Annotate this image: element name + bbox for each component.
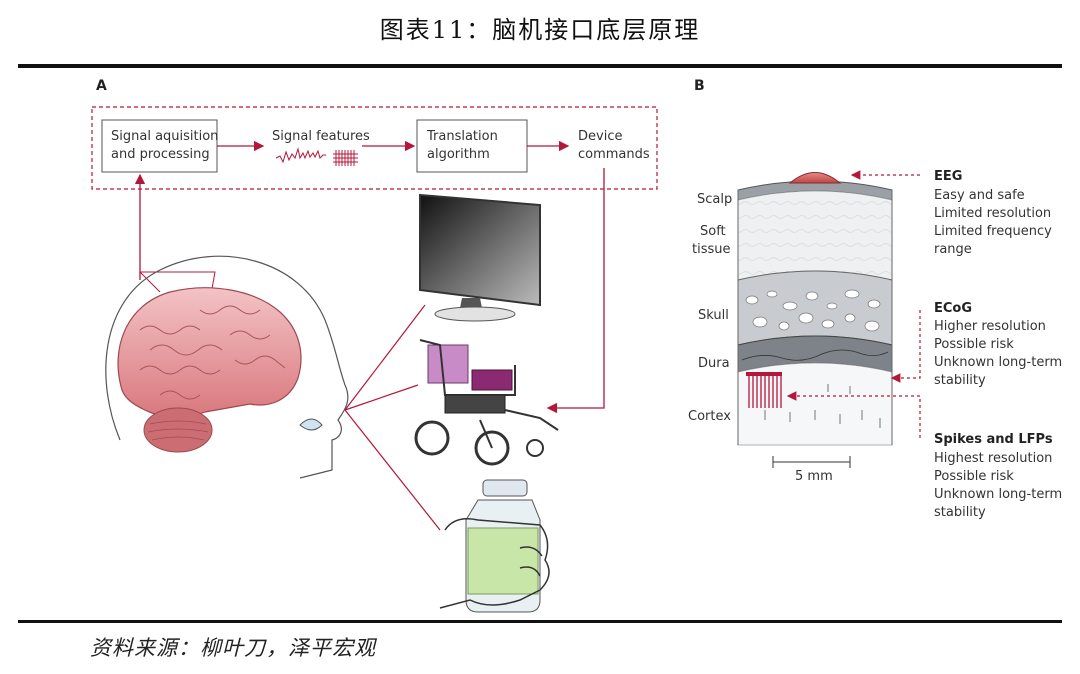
eye-icon <box>299 418 323 431</box>
translation-algorithm-box <box>416 119 528 173</box>
label-tissue: tissue <box>692 242 731 257</box>
hand-with-bottle-icon <box>439 479 550 613</box>
scale-label: 5 mm <box>795 469 833 484</box>
signal-features-label: Signal features <box>272 129 370 144</box>
box2-line2: algorithm <box>427 147 490 162</box>
box1-line2: and processing <box>111 147 210 162</box>
cortex-cross-section <box>737 172 893 446</box>
eeg-line1: Easy and safe <box>934 188 1025 203</box>
spikes-title: Spikes and LFPs <box>934 432 1053 447</box>
eeg-title: EEG <box>934 169 962 184</box>
figure-title: 图表11：脑机接口底层原理 <box>379 16 701 44</box>
panel-b-label: B <box>694 78 705 94</box>
eeg-line3: Limited frequency <box>934 224 1052 239</box>
ecog-line3: Unknown long-term <box>934 355 1062 370</box>
ecog-line2: Possible risk <box>934 337 1014 352</box>
top-rule <box>18 64 1062 68</box>
spikes-line1: Highest resolution <box>934 451 1052 466</box>
device-line2: commands <box>578 147 650 162</box>
spikes-callout <box>786 391 921 438</box>
signal-acquisition-box <box>101 119 218 173</box>
eeg-line4: range <box>934 242 972 257</box>
arrow-device-to-wheelchair <box>546 168 605 414</box>
panel-a-label: A <box>96 78 107 94</box>
ecog-line1: Higher resolution <box>934 319 1046 334</box>
pipeline-frame <box>91 106 658 190</box>
ecog-callout <box>890 310 921 383</box>
brain <box>117 287 302 418</box>
scale-bar <box>772 456 851 468</box>
label-skull: Skull <box>698 308 729 323</box>
monitor-icon <box>419 193 541 322</box>
device-line1: Device <box>578 129 622 144</box>
bottom-rule <box>18 620 1062 623</box>
box1-line1: Signal aquisition <box>111 129 218 144</box>
spikes-line3: Unknown long-term <box>934 487 1062 502</box>
label-cortex: Cortex <box>688 409 731 424</box>
microelectrode-array <box>746 372 782 408</box>
brain-folds <box>139 305 286 400</box>
wheelchair-icon <box>414 339 559 466</box>
label-dura: Dura <box>698 356 730 371</box>
eeg-line2: Limited resolution <box>934 206 1051 221</box>
cerebellum <box>143 407 213 453</box>
head-outline <box>105 255 349 479</box>
spikes-line4: stability <box>934 505 986 520</box>
ecog-line4: stability <box>934 373 986 388</box>
signal-waveform <box>275 147 326 164</box>
spikes-line2: Possible risk <box>934 469 1014 484</box>
box2-line1: Translation <box>426 129 498 144</box>
label-soft: Soft <box>700 224 726 239</box>
source-note: 资料来源：柳叶刀，泽平宏观 <box>90 636 376 660</box>
spike-raster <box>333 150 358 166</box>
eeg-electrode <box>788 172 842 184</box>
label-scalp: Scalp <box>697 192 732 207</box>
electrode-leads <box>139 271 216 301</box>
ecog-title: ECoG <box>934 301 972 316</box>
output-fan-lines <box>344 304 441 531</box>
